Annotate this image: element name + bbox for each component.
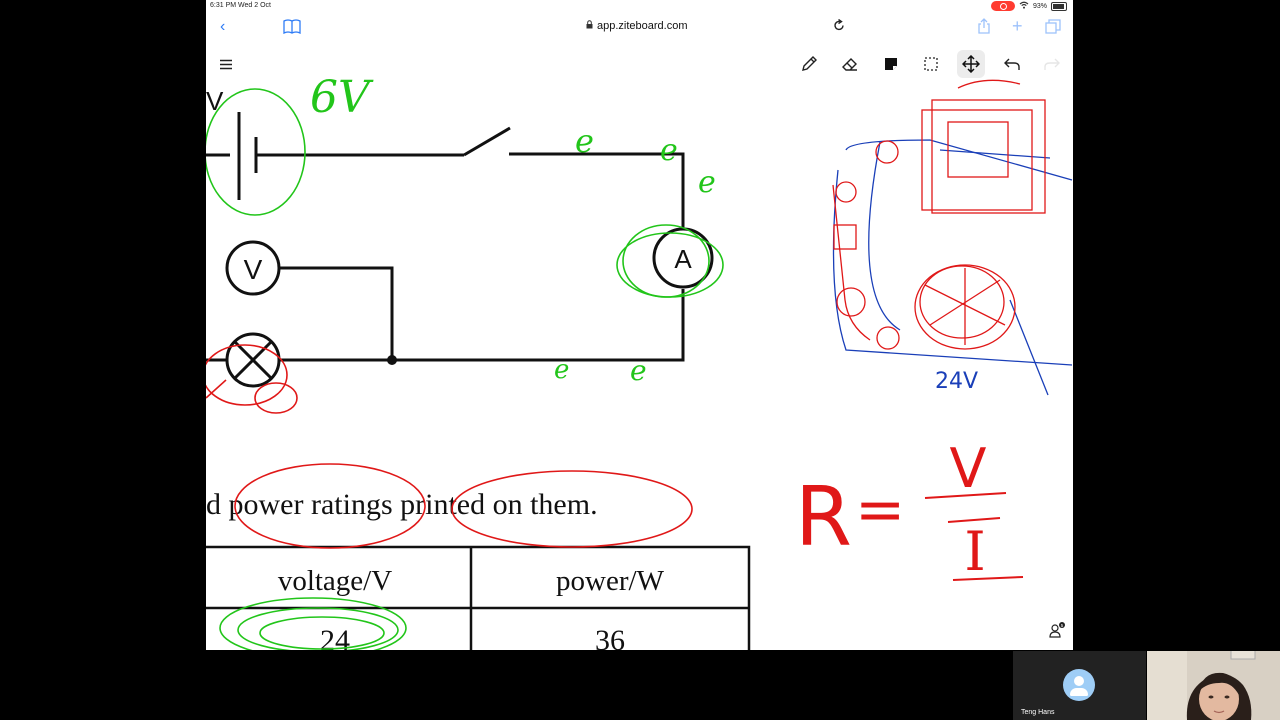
ipad-screen: 6:31 PM Wed 2 Oct 93% ‹ app.ziteboard.co… [206,0,1073,650]
sketch-wire-red [832,184,871,341]
ratings-table: voltage/V power/W 24 36 [206,545,751,650]
move-icon[interactable] [957,50,985,78]
electron-mark-4: e [554,355,569,385]
ammeter-symbol: A [652,227,714,289]
voltage-circle-mark [219,597,407,650]
lock-icon [586,20,593,32]
reload-icon[interactable] [833,18,845,37]
tabs-icon[interactable] [1045,19,1061,39]
lamp-circle-mark [206,344,288,406]
formula-fraction-bar [924,492,1007,499]
formula-numerator: V [950,437,987,500]
redo-icon[interactable] [1038,50,1066,78]
menu-icon[interactable] [212,50,240,78]
url-text: app.ziteboard.com [597,20,688,32]
sketch-circuit-blue [832,139,1073,366]
sketch-resistor [833,224,857,250]
back-chevron-icon[interactable]: ‹ [220,18,226,35]
avatar [1063,669,1095,701]
sketch-box-red-2 [921,109,1033,211]
select-icon[interactable] [917,50,945,78]
status-bar: 6:31 PM Wed 2 Oct 93% [206,0,1073,13]
lamp-symbol [225,332,281,388]
electron-mark-5: e [630,354,647,387]
webcam-video-tile[interactable] [1147,651,1280,720]
drawing-toolbar [206,50,1073,80]
battery-icon [1051,1,1067,11]
voltage-circle-mark-2 [237,607,399,650]
screen-record-icon [990,1,1015,11]
lamp-tick-mark [206,379,227,399]
bookmarks-icon[interactable] [283,19,301,39]
sketch-node-4 [876,326,900,350]
sketch-wire-blue [939,149,1051,396]
table-header-power: power/W [556,565,665,597]
ammeter-circle-mark-2 [622,224,710,298]
address-field[interactable]: app.ziteboard.com [586,20,688,32]
sketch-box-red [931,99,1046,214]
ohms-law-formula: R = V I [795,437,1024,583]
sketch-node-3 [836,287,866,317]
table-cell-voltage: 24 [320,624,350,650]
share-icon[interactable] [977,18,991,39]
new-tab-icon[interactable]: + [1012,16,1023,36]
status-time: 6:31 PM Wed 2 Oct [210,2,271,9]
voltage-circle-mark-3 [259,616,385,650]
electron-mark-2: e [660,133,678,168]
printed-on-them-circle [451,470,693,548]
webcam-person-image [1147,651,1280,720]
sketch-lamp-red [914,264,1016,350]
sketch-lamp-lines [924,268,1006,345]
red-annotations [206,344,693,549]
formula-bar-serif-bottom [952,576,1024,581]
worksheet-sentence: d power ratings printed on them. [206,488,598,521]
electron-mark-3: e [698,165,716,200]
circuit-wires [206,126,685,362]
green-annotations [206,88,724,650]
voltmeter-symbol: V [225,240,281,296]
voltmeter-label: V [244,254,263,285]
table-header-voltage: voltage/V [278,565,392,597]
battery-circle-mark [206,88,306,216]
whiteboard-canvas[interactable]: V A V d power ratings printed on them. v… [206,0,1073,650]
participants-count: 5 [1061,623,1064,628]
electron-mark-1: e [575,122,594,160]
wire-junction [387,355,397,365]
formula-denominator: I [964,520,985,583]
sketch-node-2 [835,181,857,203]
circuit-sketch [832,79,1073,396]
partial-label-v: V [206,86,224,116]
table-cell-power: 36 [595,624,625,650]
sticky-note-icon[interactable] [877,50,905,78]
pencil-icon[interactable] [795,50,823,78]
wifi-icon [1019,1,1029,11]
formula-r: R [795,470,852,565]
battery-voltage-note: 6V [310,72,374,123]
formula-bar-serif-top [947,517,1001,523]
lamp-circle-mark-2 [254,382,298,414]
eraser-icon[interactable] [836,50,864,78]
status-right: 93% [990,1,1067,11]
ammeter-label: A [674,244,692,274]
battery-percent: 93% [1032,2,1047,10]
participant-name: Teng Hans [1021,709,1055,716]
formula-equals: = [855,475,905,545]
sketch-lamp-red-2 [919,265,1005,339]
sketch-scribble-red [957,79,1021,89]
undo-icon[interactable] [998,50,1026,78]
participant-video-tile[interactable]: Teng Hans [1013,651,1146,720]
participants-icon[interactable]: 5 [1049,622,1065,638]
sketch-node-1 [875,140,899,164]
printed-worksheet: V A V d power ratings printed on them. v… [206,86,751,650]
power-ratings-circle [234,463,426,549]
sketch-box-red-3 [947,121,1009,178]
battery-symbol [237,112,258,200]
supply-voltage-note: 24V [935,369,978,394]
green-handwriting: 6V e e e e e [310,72,716,387]
browser-bar: ‹ app.ziteboard.com + [206,14,1073,40]
